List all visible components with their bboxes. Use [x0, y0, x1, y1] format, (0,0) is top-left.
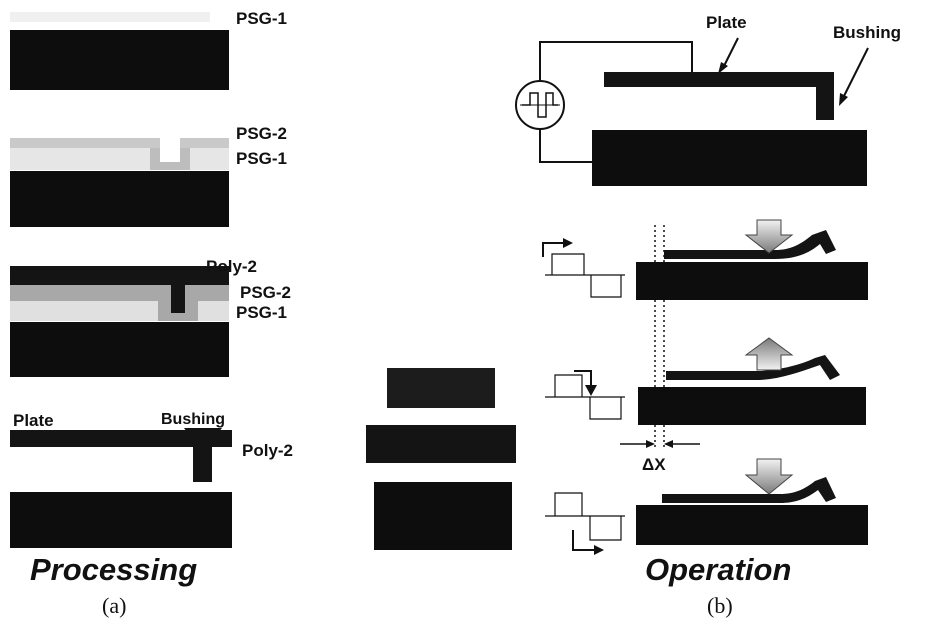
operation-state-2	[387, 337, 866, 425]
side-block-top	[387, 368, 495, 408]
process-step-1: PSG-1	[10, 9, 287, 90]
operation-heading: Operation	[645, 552, 791, 587]
waveform	[545, 374, 625, 420]
bushing-pointer-arrowhead	[839, 93, 848, 106]
caption-b: (b)	[707, 593, 733, 618]
waveform-pointer	[574, 370, 592, 387]
waveform-pointer-head	[585, 385, 597, 396]
plate-pointer-arrowhead	[718, 62, 728, 74]
plate-label: Plate	[13, 411, 54, 430]
plate-bent	[666, 355, 840, 380]
operation-schematic: Plate Bushing	[515, 13, 901, 186]
substrate	[10, 492, 232, 548]
delta-x-indicator: ΔX	[620, 440, 700, 474]
bushing	[816, 72, 834, 120]
side-block-bottom	[374, 482, 512, 550]
substrate	[10, 322, 229, 377]
processing-heading: Processing	[30, 552, 197, 587]
waveform-pointer	[572, 530, 596, 551]
force-arrow-down	[744, 458, 794, 495]
substrate	[638, 387, 866, 425]
bushing	[184, 428, 222, 482]
poly2-bushing	[163, 275, 193, 313]
caption-a: (a)	[102, 593, 126, 618]
waveform-pointer-head	[594, 545, 604, 555]
psg2-liner	[150, 148, 190, 170]
waveform	[545, 492, 625, 541]
poly2-label: Poly-2	[242, 441, 293, 460]
poly2-layer	[10, 266, 229, 285]
side-block-middle	[366, 425, 516, 463]
waveform-pointer	[542, 242, 565, 257]
poly2-label: Poly-2	[206, 257, 257, 276]
psg1-layer	[10, 148, 229, 170]
drive-wire	[539, 41, 693, 163]
substrate	[10, 30, 229, 90]
psg1-layer-faint	[10, 12, 210, 22]
psg2-label: PSG-2	[240, 283, 291, 302]
waveform	[545, 253, 625, 298]
operation-state-1	[542, 219, 868, 300]
delta-x-label: ΔX	[642, 455, 666, 474]
substrate	[10, 171, 229, 227]
square-wave-symbol	[522, 92, 558, 118]
plate-label: Plate	[706, 13, 747, 32]
delta-x-arrowhead-right	[664, 440, 673, 448]
process-step-3: Poly-2 PSG-2 PSG-1	[10, 257, 291, 377]
plate-bent	[664, 230, 836, 259]
bushing-label: Bushing	[161, 411, 225, 428]
psg1-label: PSG-1	[236, 303, 287, 322]
psg1-label: PSG-1	[236, 149, 287, 168]
plate-bent	[662, 477, 836, 503]
process-step-2: PSG-2 PSG-1	[10, 124, 287, 227]
plate	[604, 72, 834, 87]
waveform-pointer-head	[563, 238, 573, 248]
plate-pointer-arrow	[722, 37, 739, 69]
psg2-label: PSG-2	[236, 124, 287, 143]
force-arrow-down	[744, 219, 794, 254]
force-arrow-up	[744, 337, 794, 371]
psg1-label: PSG-1	[236, 9, 287, 28]
substrate	[636, 505, 868, 545]
process-step-4: Plate Bushing Poly-2	[10, 411, 293, 548]
delta-x-arrowhead-left	[646, 440, 655, 448]
substrate	[592, 130, 867, 186]
bushing-label: Bushing	[833, 23, 901, 42]
plate	[10, 430, 232, 447]
bushing-pointer-arrow	[842, 47, 869, 99]
operation-state-3	[545, 458, 868, 555]
substrate	[636, 262, 868, 300]
